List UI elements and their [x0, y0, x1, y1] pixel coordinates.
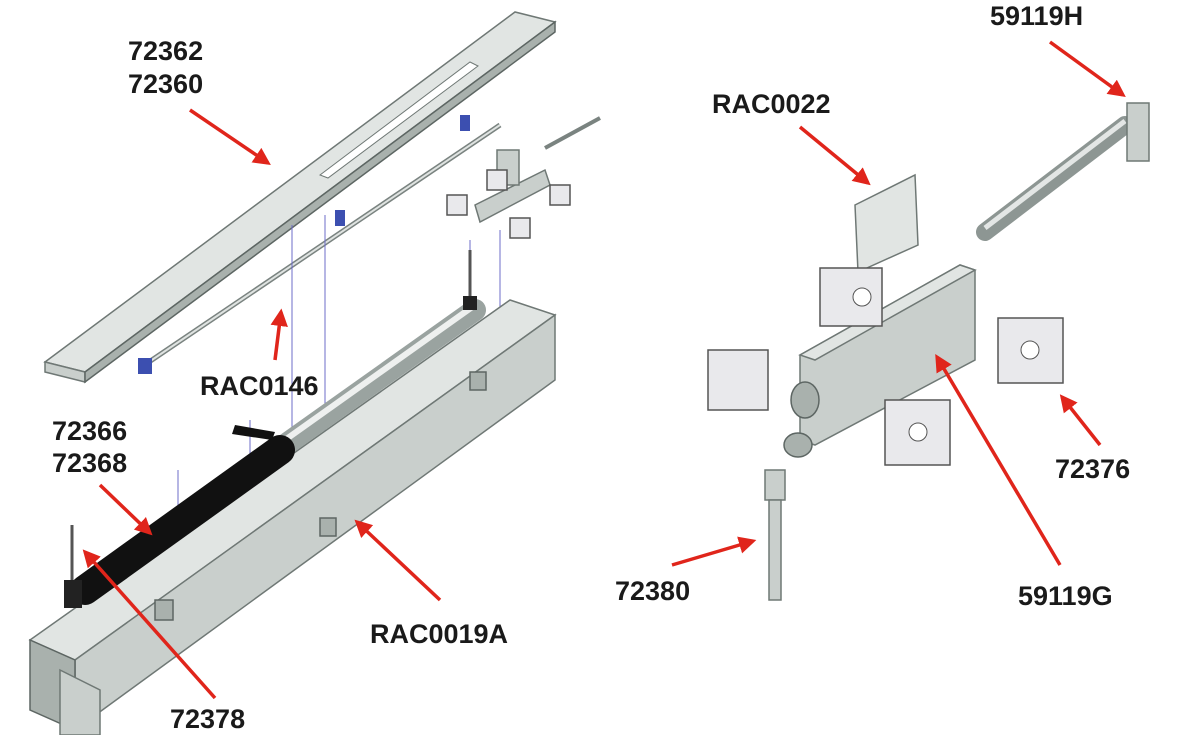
- label-72366: 72366: [52, 416, 127, 446]
- right-assembly: [707, 102, 1150, 601]
- top-rail: [43, 11, 557, 384]
- arrow-rod: [270, 308, 288, 361]
- rod: [138, 115, 601, 374]
- arrow-hinge-plate: [798, 125, 871, 186]
- label-59119g: 59119G: [1018, 581, 1113, 611]
- channel-base: [28, 299, 557, 735]
- arrow-rail: [189, 108, 271, 165]
- arrow-motor: [98, 483, 153, 536]
- label-72378: 72378: [170, 704, 245, 734]
- small-bracket: [446, 149, 571, 239]
- arrow-pads: [1059, 394, 1102, 447]
- label-rac0019a: RAC0019A: [370, 619, 508, 649]
- callout-arrows: [82, 40, 1126, 700]
- label-72360: 72360: [128, 69, 203, 99]
- label-72376: 72376: [1055, 454, 1130, 484]
- motor-tube: [64, 250, 486, 608]
- arrow-bracket-body: [935, 353, 1062, 566]
- arrow-screw: [82, 549, 217, 700]
- arrow-end-bracket: [1048, 40, 1126, 98]
- label-59119h: 59119H: [990, 1, 1083, 31]
- label-rac0022: RAC0022: [712, 89, 831, 119]
- arrow-channel: [354, 519, 442, 602]
- label-rac0146: RAC0146: [200, 371, 319, 401]
- label-72368: 72368: [52, 448, 127, 478]
- arrow-bolt: [671, 536, 757, 567]
- label-72362: 72362: [128, 36, 203, 66]
- label-72380: 72380: [615, 576, 690, 606]
